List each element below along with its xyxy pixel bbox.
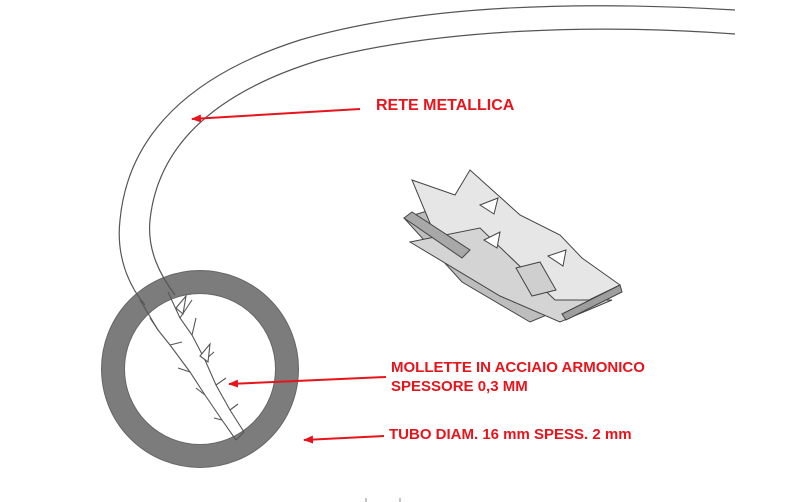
label-mollette: MOLLETTE IN ACCIAIO ARMONICO [391, 359, 645, 376]
tube-ring-inner-edge [124, 293, 276, 445]
clip-in-tube [139, 291, 245, 441]
wire-mesh-edge-inner [148, 28, 736, 296]
arrow-rete [191, 108, 361, 123]
clip-tab [515, 261, 557, 297]
arrow-tubo [303, 435, 385, 444]
clip-fold-edge [561, 284, 623, 321]
label-tubo: TUBO DIAM. 16 mm SPESS. 2 mm [389, 426, 632, 443]
label-rete-metallica: RETE METALLICA [376, 97, 515, 114]
label-spessore: SPESSORE 0,3 MM [391, 378, 528, 395]
clip-barb-2 [482, 231, 501, 249]
clip-left-fold [403, 211, 471, 259]
wire-mesh-edge-outer [118, 5, 736, 306]
arrow-mollette [228, 376, 387, 388]
clip-barb-3 [546, 249, 567, 267]
clip-barb-1 [478, 197, 499, 215]
bottom-tick-marks [365, 498, 401, 502]
tube-ring [101, 270, 299, 468]
clip-isometric [403, 169, 623, 323]
tube-ring-outer-edge [101, 270, 299, 468]
